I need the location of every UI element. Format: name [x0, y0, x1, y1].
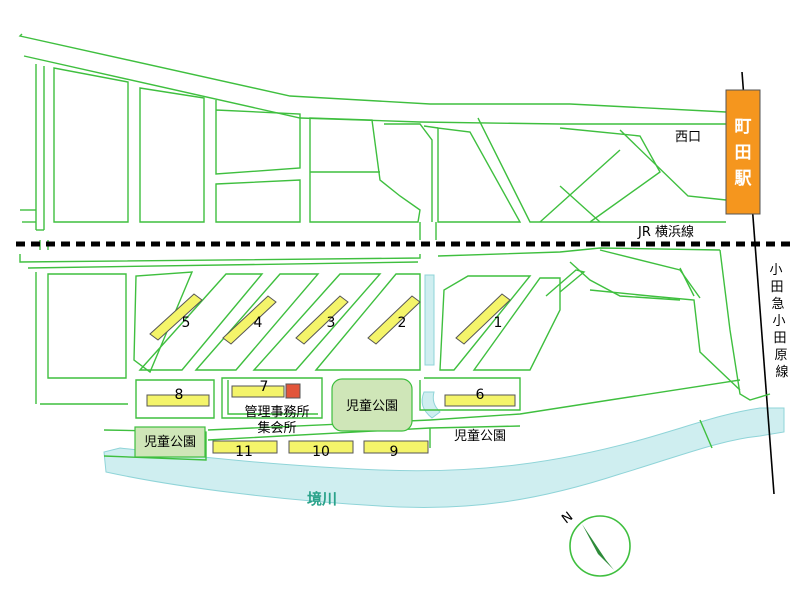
management-office-label: 管理事務所: [244, 405, 309, 420]
building-label-6: 6: [476, 387, 485, 403]
odakyu-char-1: 小: [769, 263, 782, 278]
building-10: [288, 440, 354, 454]
sakai-river: [103, 407, 785, 509]
building-9: [363, 440, 429, 454]
compass-north-label: N: [559, 509, 576, 527]
playground-right-label: 児童公園: [454, 428, 506, 444]
building-6: [444, 394, 516, 407]
playground-center: [331, 378, 413, 432]
canal: [424, 274, 435, 366]
building-label-4: 4: [254, 315, 263, 331]
odakyu-char-6: 原: [774, 348, 787, 363]
streets-north: [18, 33, 727, 250]
meeting-hall-label: 集会所: [257, 420, 296, 436]
building-label-2: 2: [398, 315, 407, 331]
station-char-3: 駅: [734, 169, 753, 189]
building-11: [212, 440, 278, 454]
river-label: 境川: [307, 490, 337, 508]
building-1: [455, 293, 511, 345]
odakyu-char-7: 線: [775, 364, 788, 380]
playground-center-label: 児童公園: [346, 398, 398, 414]
playground-left-label: 児童公園: [144, 434, 196, 450]
compass-needle: [582, 524, 614, 570]
building-4: [222, 295, 277, 345]
compass: N: [559, 509, 631, 577]
building-8: [146, 394, 210, 407]
building-label-3: 3: [327, 315, 336, 331]
odakyu-char-5: 田: [773, 331, 786, 346]
building-label-10: 10: [312, 444, 330, 460]
canal-bend: [421, 391, 441, 419]
streets-south: [19, 247, 771, 461]
building-3: [295, 295, 349, 345]
jr-line-label: JR 横浜線: [637, 224, 694, 240]
buildings: [146, 293, 516, 454]
odakyu-char-2: 田: [770, 280, 783, 295]
playground-left: [134, 426, 206, 458]
odakyu-line-label: 小 田 急 小 田 原 線: [769, 263, 788, 380]
station-char-2: 田: [735, 143, 752, 163]
building-5: [149, 293, 203, 341]
building-label-9: 9: [390, 444, 399, 460]
building-label-1: 1: [494, 315, 503, 331]
building-label-8: 8: [175, 387, 184, 403]
building-7: [231, 385, 285, 398]
compass-ring: [569, 515, 631, 577]
machida-station: [725, 89, 761, 215]
odakyu-char-4: 小: [772, 314, 785, 329]
building-label-11: 11: [235, 444, 253, 460]
west-exit-label: 西口: [675, 130, 701, 145]
building-2: [367, 295, 421, 345]
odakyu-char-3: 急: [771, 297, 784, 312]
management-office: [285, 383, 301, 399]
building-label-7: 7: [260, 379, 269, 395]
station-char-1: 町: [735, 117, 752, 137]
building-label-5: 5: [182, 315, 191, 331]
building-numbers: 1 2 3 4 5 6 7 8 9 10 11: [175, 315, 503, 460]
